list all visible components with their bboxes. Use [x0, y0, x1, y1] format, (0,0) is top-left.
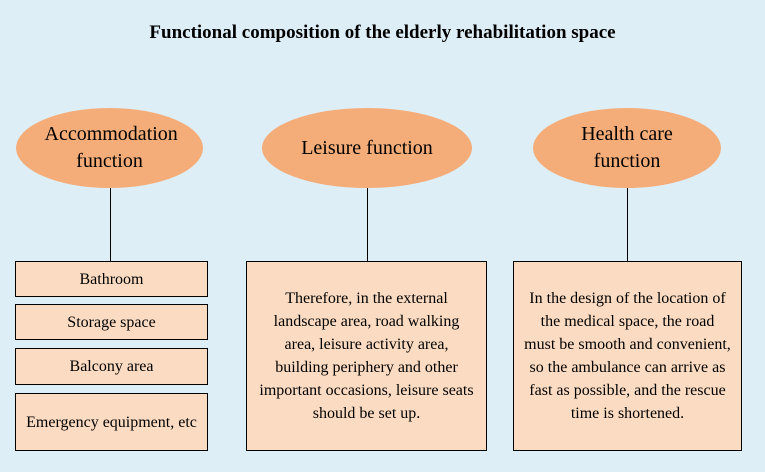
health-care-text: In the design of the location of the med…	[524, 290, 731, 422]
health-care-header: Health care function	[581, 123, 673, 172]
accommodation-ellipse: Accommodation function	[16, 108, 203, 188]
item-label: Emergency equipment, etc	[26, 413, 197, 431]
health-care-ellipse: Health care function	[533, 108, 721, 188]
leisure-text: Therefore, in the external landscape are…	[259, 290, 474, 422]
accommodation-item-balcony: Balcony area	[15, 348, 208, 385]
item-label: Storage space	[67, 313, 156, 331]
leisure-header: Leisure function	[301, 136, 433, 159]
leisure-connector	[367, 188, 368, 262]
diagram-title: Functional composition of the elderly re…	[149, 22, 616, 43]
accommodation-item-storage: Storage space	[15, 304, 208, 340]
leisure-ellipse: Leisure function	[262, 108, 472, 188]
accommodation-header: Accommodation function	[44, 123, 178, 172]
accommodation-connector	[110, 188, 111, 262]
health-care-text-box: In the design of the location of the med…	[513, 261, 742, 451]
item-label: Balcony area	[69, 358, 154, 375]
health-care-connector	[627, 188, 628, 262]
accommodation-item-emergency: Emergency equipment, etc	[15, 393, 208, 451]
item-label: Bathroom	[79, 270, 144, 288]
leisure-text-box: Therefore, in the external landscape are…	[246, 261, 487, 451]
accommodation-item-bathroom: Bathroom	[15, 261, 208, 297]
